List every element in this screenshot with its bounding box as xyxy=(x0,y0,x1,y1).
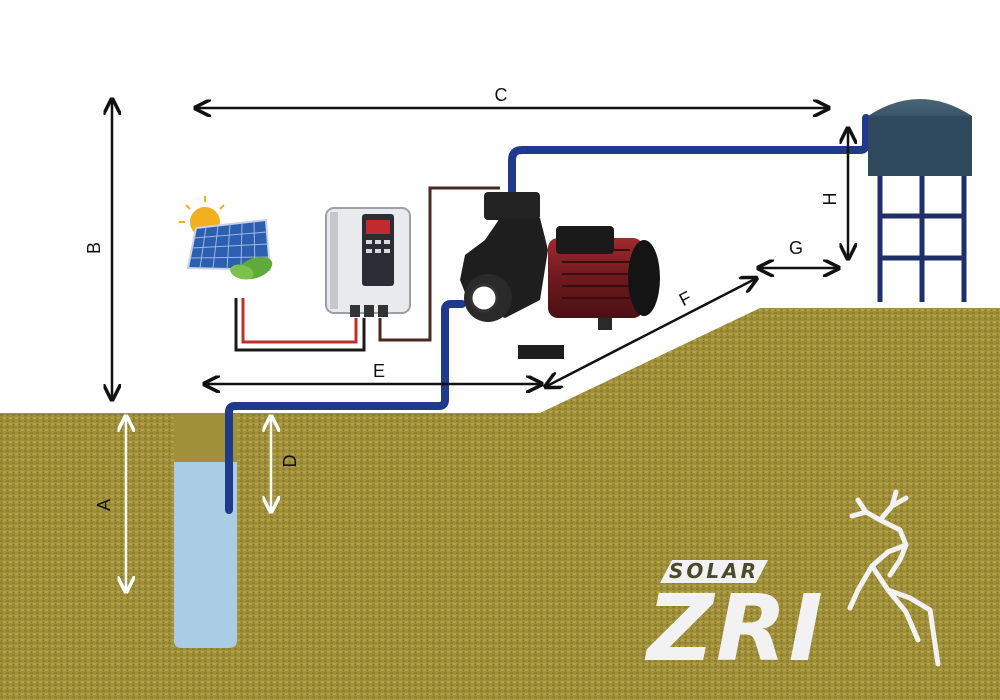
label-c: C xyxy=(495,85,508,105)
label-h: H xyxy=(820,193,840,206)
label-a: A xyxy=(94,499,114,511)
water-pipe xyxy=(225,114,870,514)
wiring xyxy=(234,186,500,352)
solar-panel-icon xyxy=(179,196,273,280)
dimension-arrows-white xyxy=(126,418,271,590)
label-e: E xyxy=(373,361,385,381)
deer-logo-icon xyxy=(847,489,941,667)
dimension-f-arrow xyxy=(547,279,755,386)
label-b: B xyxy=(84,242,104,254)
pump-controller-icon xyxy=(325,207,411,317)
dimension-arrows xyxy=(112,101,848,398)
label-f: F xyxy=(676,287,695,310)
label-d: D xyxy=(280,455,300,468)
centrifugal-pump-icon xyxy=(460,192,660,359)
logo-zri-text: ZRI xyxy=(644,575,825,682)
brand-logo: SOLAR ZRI xyxy=(644,489,941,682)
water-tank-icon xyxy=(868,99,972,302)
logo-solar-text: SOLAR xyxy=(669,559,759,583)
label-g: G xyxy=(789,238,803,258)
ground xyxy=(0,308,1000,700)
